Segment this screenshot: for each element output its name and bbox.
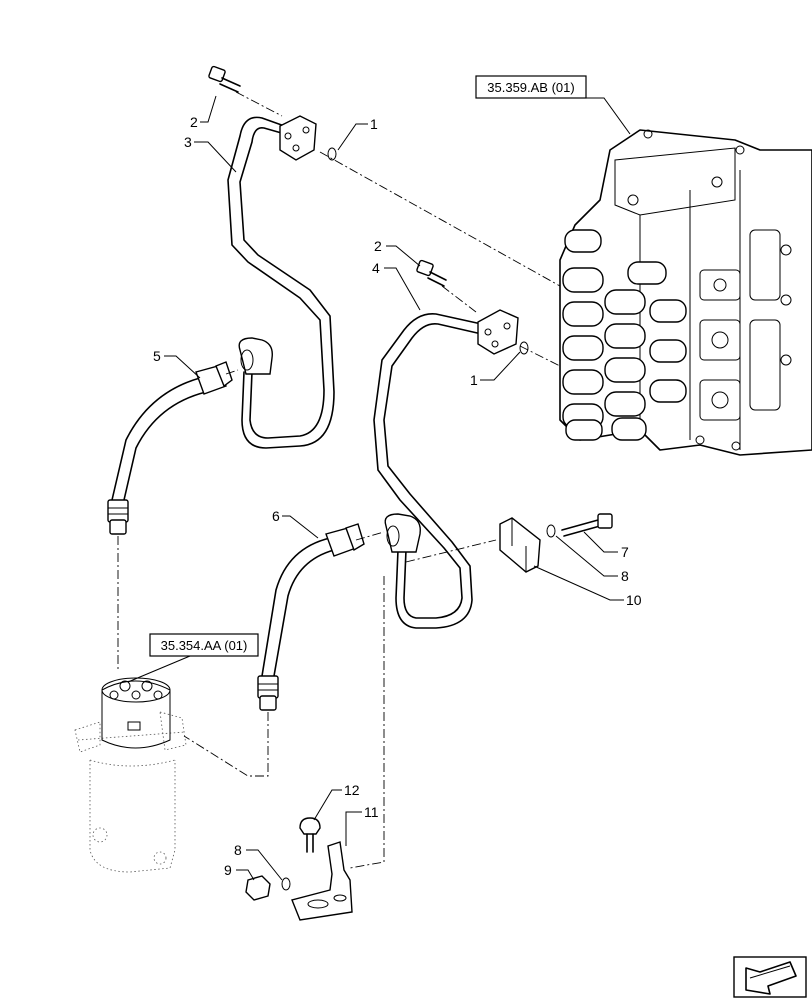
hydraulic-hose-6	[257, 523, 365, 711]
callout-1-upper: 1	[370, 116, 378, 132]
reference-label-motor: 35.354.AA (01)	[161, 638, 248, 653]
clamp-10	[499, 517, 541, 573]
reference-box-motor[interactable]: 35.354.AA (01)	[149, 633, 259, 657]
rotary-joint-assembly	[74, 677, 187, 873]
pipe-4-elbow	[384, 513, 421, 553]
callout-8-lower: 8	[234, 842, 242, 858]
valve-spool-column-left	[562, 229, 604, 441]
valve-spool-column-middle	[604, 261, 687, 441]
control-valve-assembly	[559, 129, 812, 456]
callouts: 2 3 1 2 4 5 1 6 7 8 10 12 11 8 9	[153, 114, 642, 878]
o-ring-1-middle	[519, 341, 529, 355]
hose-6-lower-fitting	[257, 675, 279, 711]
callout-8-upper: 8	[621, 568, 629, 584]
connection-lines	[117, 91, 561, 869]
pipe-4-flange	[477, 309, 519, 355]
valve-port-details	[695, 229, 792, 451]
reference-label-valve: 35.359.AB (01)	[487, 80, 574, 95]
callout-9: 9	[224, 862, 232, 878]
hose-5-upper-fitting	[195, 361, 233, 395]
bolt-12	[299, 817, 321, 853]
callout-11: 11	[364, 804, 379, 820]
hydraulic-pipe-3	[227, 115, 335, 449]
reference-box-valve[interactable]: 35.359.AB (01)	[475, 75, 587, 99]
callout-5: 5	[153, 348, 161, 364]
callout-2-upper: 2	[190, 114, 198, 130]
bolt-2-upper	[208, 65, 241, 93]
nut-9	[245, 875, 271, 901]
hose-6-upper-fitting	[325, 523, 365, 557]
pipe-3-elbow	[238, 337, 273, 375]
bracket-11	[291, 841, 353, 921]
callout-7: 7	[621, 544, 629, 560]
callout-2-middle: 2	[374, 238, 382, 254]
callout-6: 6	[272, 508, 280, 524]
bolt-2-middle	[416, 259, 447, 287]
pipe-3-flange	[279, 115, 317, 161]
callout-10: 10	[626, 592, 642, 608]
washer-8-lower	[281, 877, 291, 891]
arrow-icon[interactable]	[733, 956, 807, 998]
hydraulic-pipe-4	[373, 309, 519, 629]
hose-5-lower-fitting	[107, 499, 129, 535]
leader-lines	[127, 95, 631, 881]
washer-8-upper	[546, 524, 556, 538]
bolt-7	[561, 513, 613, 537]
callout-1-middle: 1	[470, 372, 478, 388]
callout-4: 4	[372, 260, 380, 276]
hydraulic-hose-5	[107, 361, 233, 535]
callout-12: 12	[344, 782, 360, 798]
o-ring-1-upper	[327, 147, 337, 161]
callout-3: 3	[184, 134, 192, 150]
